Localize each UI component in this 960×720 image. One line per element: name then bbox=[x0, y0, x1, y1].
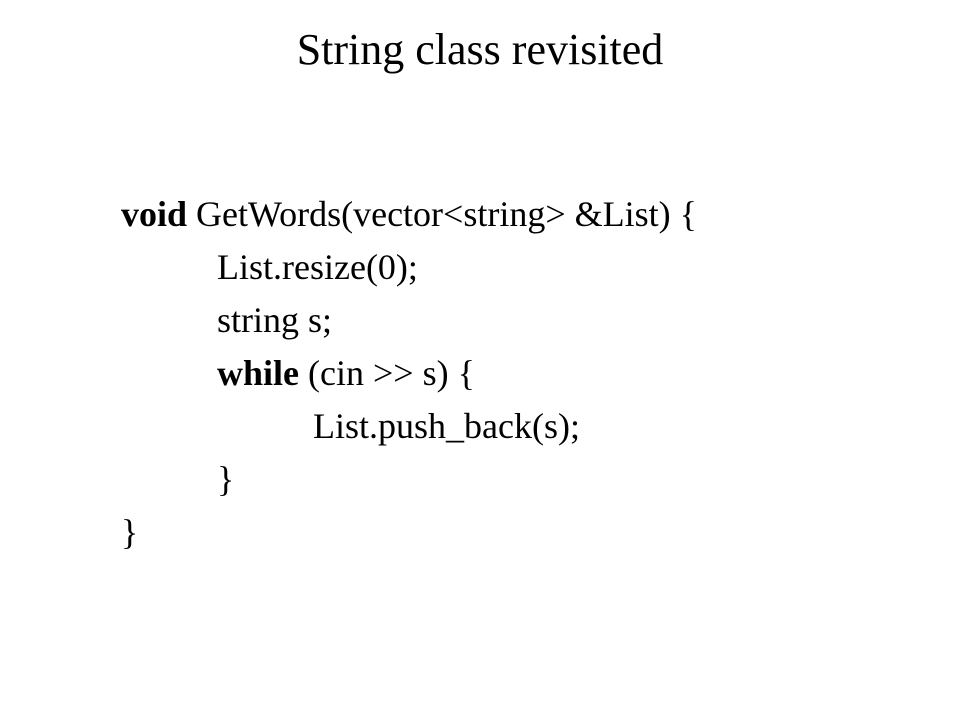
code-line-function-signature: void GetWords(vector<string> &List) { bbox=[121, 188, 921, 241]
code-line-resize: List.resize(0); bbox=[217, 247, 418, 287]
code-line-push-back: List.push_back(s); bbox=[313, 406, 580, 446]
code-block: void GetWords(vector<string> &List) { Li… bbox=[121, 188, 921, 559]
code-line-while-close: } bbox=[217, 459, 235, 499]
function-signature-text: GetWords(vector<string> &List) { bbox=[187, 194, 697, 234]
code-line-string-decl: string s; bbox=[217, 300, 333, 340]
code-line-while: while (cin >> s) { bbox=[121, 347, 921, 400]
keyword-void: void bbox=[121, 194, 188, 234]
keyword-while: while bbox=[217, 353, 300, 393]
code-line-function-close: } bbox=[121, 512, 139, 552]
slide-title: String class revisited bbox=[296, 25, 664, 74]
while-condition-text: (cin >> s) { bbox=[299, 353, 475, 393]
